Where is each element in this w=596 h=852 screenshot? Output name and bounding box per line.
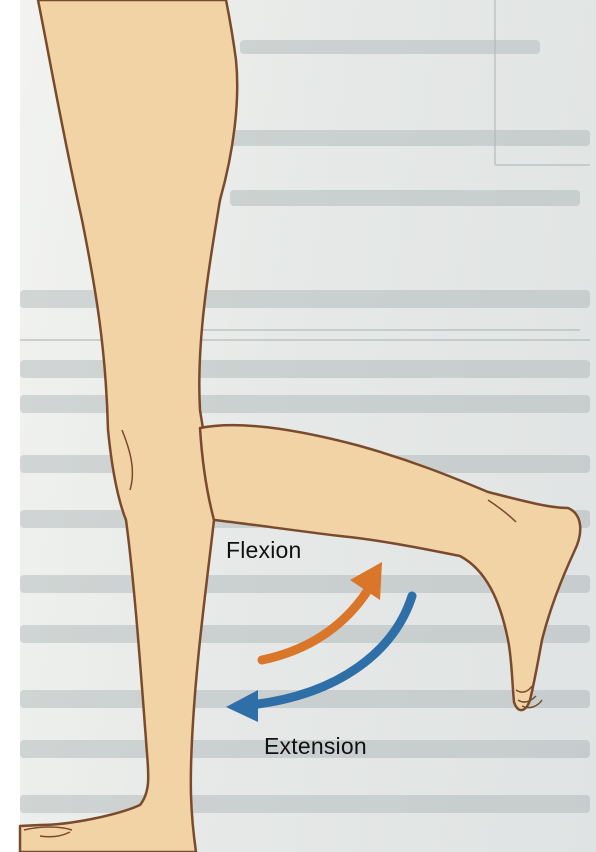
extension-arrow [250,596,412,705]
extension-label: Extension [264,733,367,760]
flexion-arrow [262,590,368,660]
flexion-label: Flexion [226,537,302,564]
extension-arrowhead [226,690,258,722]
flexed-lower-leg [200,425,580,710]
